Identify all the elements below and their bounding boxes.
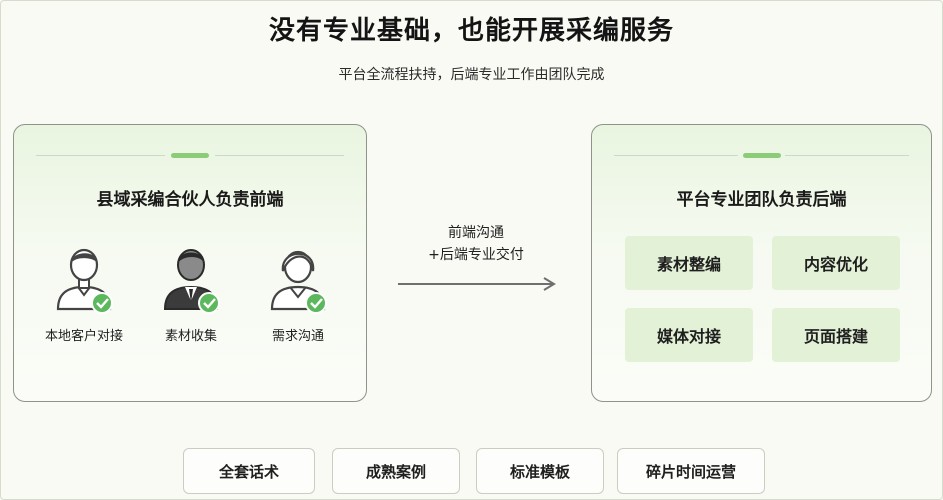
task-tile: 内容优化 bbox=[772, 236, 900, 290]
decor-line-right bbox=[785, 155, 909, 156]
decor-line-left bbox=[36, 155, 166, 156]
task-tile: 素材整编 bbox=[625, 236, 753, 290]
feature-chip-cases: 成熟案例 bbox=[332, 448, 460, 494]
decor-line-right bbox=[214, 155, 344, 156]
person-suit-icon bbox=[163, 249, 220, 314]
page-subtitle: 平台全流程扶持，后端专业工作由团队完成 bbox=[338, 67, 605, 83]
feature-chip-scripts: 全套话术 bbox=[183, 448, 315, 494]
panel-decoration bbox=[614, 153, 909, 159]
role-label: 需求沟通 bbox=[271, 329, 324, 344]
back-end-panel: 平台专业团队负责后端 素材整编 内容优化 媒体对接 页面搭建 bbox=[591, 124, 932, 402]
flow-label-line1: 前端沟通 bbox=[448, 225, 504, 241]
role-label: 本地客户对接 bbox=[44, 329, 123, 344]
flow-label: 前端沟通 +后端专业交付 bbox=[396, 222, 556, 266]
page-title: 没有专业基础，也能开展采编服务 bbox=[268, 16, 674, 46]
back-end-panel-title: 平台专业团队负责后端 bbox=[676, 190, 847, 210]
front-end-panel-title: 县域采编合伙人负责前端 bbox=[96, 190, 284, 210]
front-end-panel: 县域采编合伙人负责前端 本地客户对接 素材收集 bbox=[13, 124, 367, 402]
feature-chip-spare-time: 碎片时间运营 bbox=[617, 448, 765, 494]
feature-chip-templates: 标准模板 bbox=[476, 448, 604, 494]
arrow-right-icon bbox=[398, 277, 556, 291]
decor-pill bbox=[742, 153, 781, 158]
decor-pill bbox=[171, 153, 209, 158]
role-customer-contact: 本地客户对接 bbox=[34, 241, 134, 344]
task-tile: 媒体对接 bbox=[625, 308, 753, 362]
role-label: 素材收集 bbox=[164, 329, 217, 344]
flow-label-line2: +后端专业交付 bbox=[428, 247, 524, 263]
person-casual-icon bbox=[56, 248, 113, 314]
task-tile: 页面搭建 bbox=[772, 308, 900, 362]
decor-line-left bbox=[614, 155, 738, 156]
person-hair-icon bbox=[270, 250, 327, 314]
role-needs-communication: 需求沟通 bbox=[248, 241, 348, 344]
panel-decoration bbox=[36, 153, 344, 159]
role-material-collection: 素材收集 bbox=[141, 241, 241, 344]
